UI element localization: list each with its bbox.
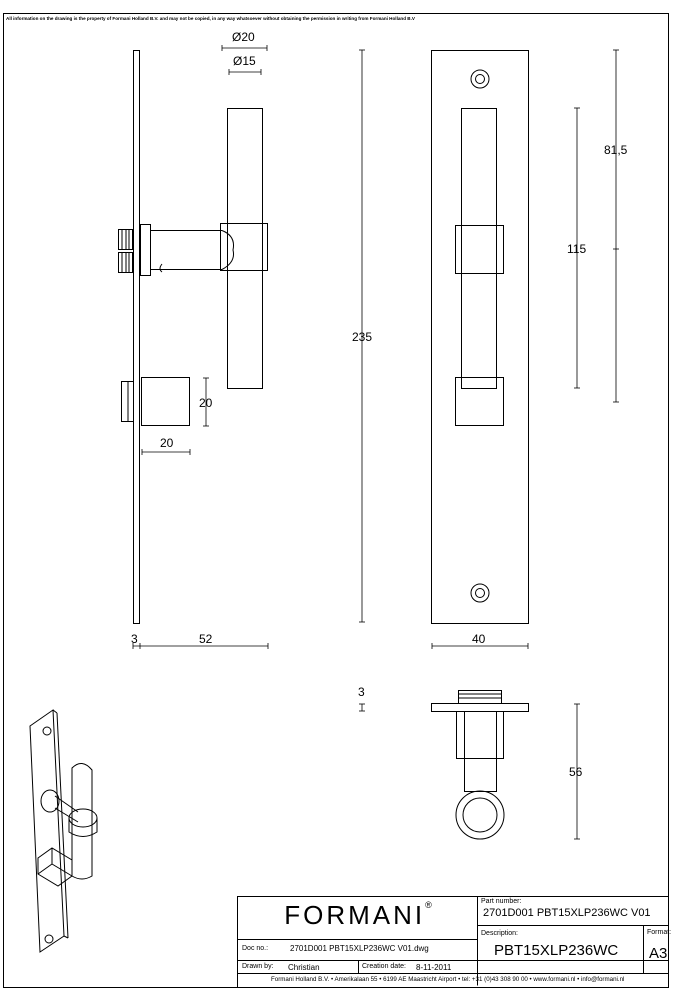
dim-overall-height: 235 xyxy=(352,330,373,344)
isometric-view xyxy=(29,709,98,953)
drawing-frame xyxy=(3,13,669,988)
front-collar xyxy=(455,225,504,274)
dim-lock-height: 20 xyxy=(199,396,213,410)
collar xyxy=(220,223,268,271)
creation-date-label: Creation date: xyxy=(362,963,406,970)
front-backplate xyxy=(431,50,529,624)
top-arm xyxy=(464,711,497,792)
dim-handle-length: 115 xyxy=(567,242,587,256)
iso-thumbturn xyxy=(37,847,73,887)
top-bar-outer xyxy=(455,790,505,840)
front-view xyxy=(431,50,529,624)
dim-top-thickness: 3 xyxy=(358,685,365,699)
formani-logo: FORMANI® xyxy=(284,900,432,930)
copyright-notice: All information on the drawing is the pr… xyxy=(6,16,415,21)
top-bar-inner xyxy=(462,797,498,833)
format-label: Format: xyxy=(647,929,672,936)
side-dimensions xyxy=(132,45,365,649)
iso-handle-bar xyxy=(71,763,93,880)
drawn-by-value: Christian xyxy=(288,963,320,972)
dim-plate-thickness: 3 xyxy=(131,632,138,646)
dim-handle-offset: 81,5 xyxy=(604,143,628,157)
dim-plate-width: 40 xyxy=(472,632,486,646)
dim-lock-width: 20 xyxy=(160,436,174,450)
part-number-value: 2701D001 PBT15XLP236WC V01 xyxy=(483,907,651,919)
doc-no-value: 2701D001 PBT15XLP236WC V01.dwg xyxy=(290,944,429,953)
description-value: PBT15XLP236WC xyxy=(494,942,619,959)
top-stud xyxy=(458,690,502,704)
dim-top-projection: 56 xyxy=(569,765,583,779)
screw-hole-top xyxy=(470,69,490,89)
handle-bar xyxy=(227,108,263,389)
part-number-label: Part number: xyxy=(481,898,522,905)
company-footer: Formani Holland B.V. • Amerikalaan 55 • … xyxy=(271,976,625,983)
front-thumbturn xyxy=(455,377,504,426)
thumbturn xyxy=(141,377,190,426)
top-dimensions xyxy=(359,703,580,840)
title-block-lines xyxy=(237,896,669,988)
rose xyxy=(140,224,151,276)
creation-date-value: 8-11-2011 xyxy=(416,963,452,972)
top-backplate xyxy=(431,703,529,712)
top-view xyxy=(431,690,529,840)
front-handle-bar xyxy=(461,108,497,389)
front-dimensions xyxy=(431,49,619,649)
dim-diameter-15: Ø15 xyxy=(233,54,256,68)
doc-no-label: Doc no.: xyxy=(242,945,269,952)
description-label: Description: xyxy=(481,930,518,937)
format-value: A3 xyxy=(649,945,668,962)
side-backplate xyxy=(133,50,140,624)
dim-diameter-20: Ø20 xyxy=(232,30,255,44)
screw-hole-bottom xyxy=(470,583,490,603)
side-view xyxy=(118,50,268,624)
iso-rose xyxy=(40,789,60,813)
drawn-by-label: Drawn by: xyxy=(242,963,274,970)
iso-backplate xyxy=(29,709,65,953)
dim-projection: 52 xyxy=(199,632,213,646)
